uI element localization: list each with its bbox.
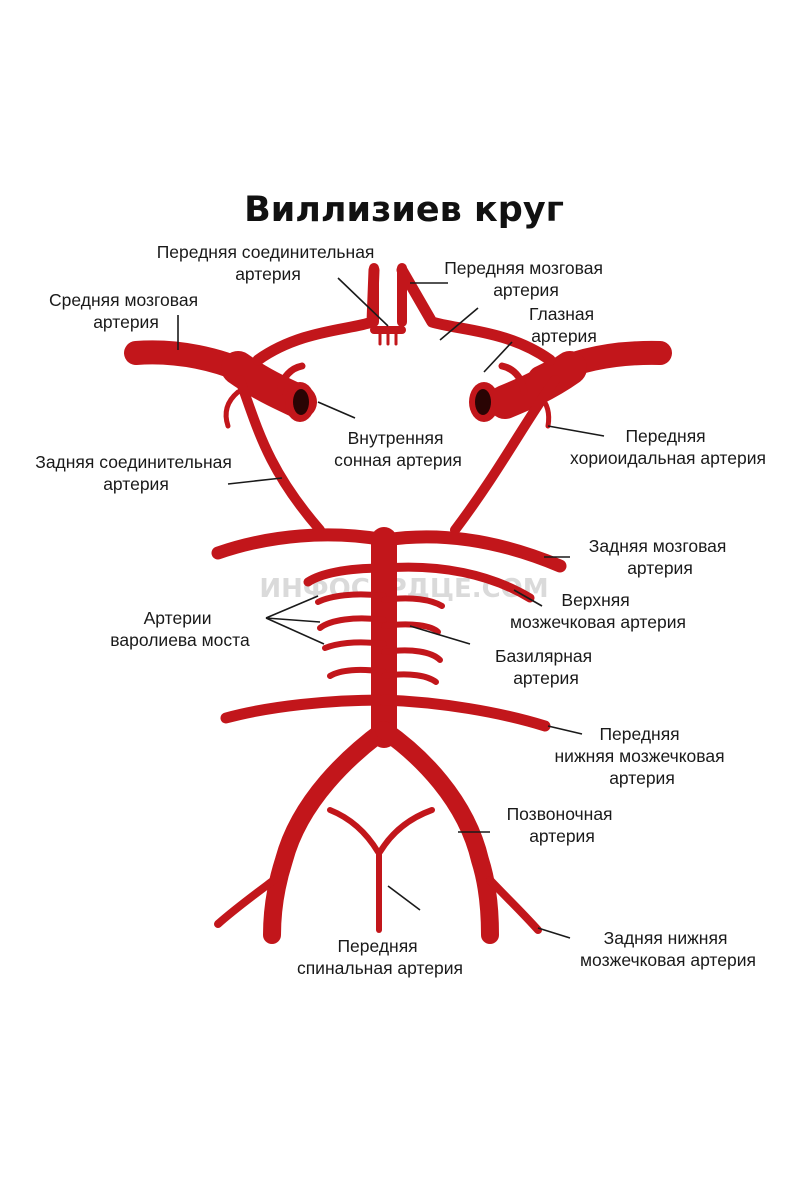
leader-pontine-2 [265, 617, 321, 623]
vessel-aica-right [378, 694, 551, 732]
vessel-vertebral-right [375, 721, 499, 944]
vessel-posterior-cerebral-left [211, 528, 392, 560]
carotid-lumen-right-inner [475, 389, 491, 415]
vessel-anterior-cerebral-right [396, 264, 556, 366]
vessel-pontine-l4 [327, 666, 387, 679]
label-anterior-cerebral: Передняя мозговая артерия [444, 258, 608, 300]
label-posterior-inferior-cerebellar: Задняя нижняя мозжечковая артерия [580, 928, 756, 970]
vessels [124, 263, 672, 944]
vessel-ophthalmic-left [276, 362, 306, 396]
label-basilar: Базилярная артерия [495, 646, 597, 688]
labels: Передняя соединительная артерия Передняя… [35, 242, 766, 978]
vessel-pontine-r2 [381, 621, 441, 635]
carotid-lumen-left-inner [293, 389, 309, 415]
label-anterior-inferior-cerebellar: Передняя нижняя мозжечковая артерия [555, 724, 730, 788]
vessel-anterior-spinal-right [377, 807, 435, 855]
label-posterior-cerebral: Задняя мозговая артерия [589, 536, 732, 578]
vessel-pica-left [214, 876, 278, 928]
leader-lines [177, 277, 605, 939]
vessel-pontine-r3 [381, 647, 443, 663]
vessel-anterior-choroidal-left [223, 389, 241, 429]
leader-pontine-3 [265, 617, 325, 645]
label-anterior-spinal: Передняя спинальная артерия [297, 936, 463, 978]
leader-aica [547, 725, 583, 735]
leader-anterior-communicating [337, 277, 389, 327]
vessel-anterior-cerebral-left [252, 264, 380, 366]
vessel-pontine-l3 [322, 639, 387, 651]
leader-basilar [409, 625, 471, 645]
vessel-posterior-communicating-right [450, 375, 560, 535]
vessel-anterior-spinal-left [327, 807, 381, 855]
leader-posterior-communicating [227, 477, 283, 485]
carotid-cut-ends [285, 382, 499, 422]
label-anterior-communicating: Передняя соединительная артерия [157, 242, 380, 284]
leader-pica [537, 927, 571, 939]
vessel-aica-left [220, 694, 390, 724]
label-internal-carotid: Внутренняя сонная артерия [334, 428, 462, 470]
leader-superior-cerebellar [513, 589, 543, 607]
leader-anterior-cerebral-2 [439, 307, 479, 341]
label-anterior-choroidal: Передняя хориоидальная артерия [570, 426, 766, 468]
leader-anterior-choroidal [547, 425, 605, 437]
label-ophthalmic: Глазная артерия [529, 304, 599, 346]
label-middle-cerebral: Средняя мозговая артерия [49, 290, 203, 332]
leader-anterior-spinal [387, 885, 421, 911]
leader-internal-carotid [317, 401, 356, 419]
diagram-title: Виллизиев круг [244, 190, 564, 230]
label-pontine: Артерии варолиева моста [110, 608, 250, 650]
leader-pontine-1 [265, 595, 319, 619]
vessel-internal-carotid-right [488, 351, 587, 419]
vessel-posterior-cerebral-right [378, 530, 567, 573]
label-superior-cerebellar: Верхняя мозжечковая артерия [510, 590, 686, 632]
vessel-pontine-l2 [317, 615, 387, 631]
vessel-pontine-r4 [381, 671, 439, 685]
label-posterior-communicating: Задняя соединительная артерия [35, 452, 237, 494]
vessel-pontine-l1 [315, 591, 387, 605]
vessel-ophthalmic-right [498, 362, 528, 396]
leader-ophthalmic [483, 341, 513, 373]
vessel-vertebral-left [263, 721, 393, 944]
vessel-pontine-r1 [381, 595, 445, 609]
vessel-pica-right [486, 876, 542, 934]
vessel-posterior-communicating-left [235, 375, 325, 535]
label-vertebral: Позвоночная артерия [507, 804, 618, 846]
